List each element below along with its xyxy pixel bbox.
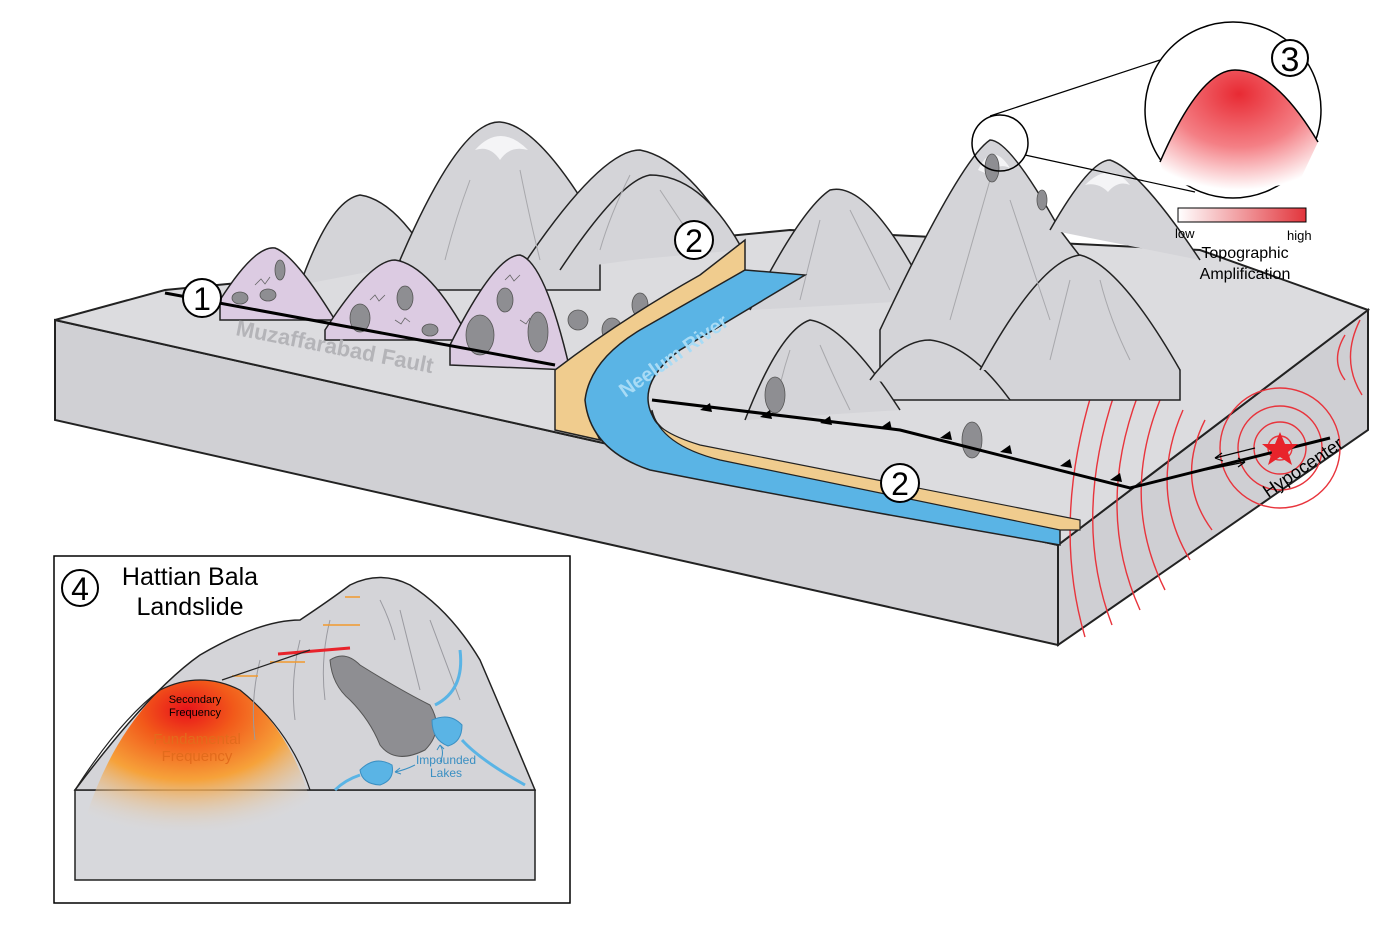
secondary-frequency-1: Secondary: [169, 694, 222, 706]
callout-2-upper-text: 2: [685, 223, 703, 259]
callout-1-text: 1: [193, 281, 211, 317]
callout-1: 1: [182, 278, 222, 318]
inset-title-2: Landslide: [136, 593, 243, 621]
lake-arrows: [394, 744, 445, 775]
mountain-texture: [444, 169, 1131, 411]
secondary-frequency-2: Frequency: [169, 707, 221, 719]
callout-2-lower-text: 2: [891, 466, 909, 502]
impounded-lakes: [359, 716, 463, 786]
ground-motion-arrows: [221, 596, 360, 681]
callout-3-text: 3: [1281, 41, 1300, 79]
impounded-lakes-1: Impounded: [416, 753, 476, 767]
legend-low: low: [1175, 226, 1195, 241]
inset-streams: [333, 649, 526, 792]
legend-title-1: Topographic: [1201, 245, 1288, 262]
hypocenter-star: [1262, 432, 1298, 465]
amplification-colorbar: [1177, 207, 1307, 223]
inset-title-1: Hattian Bala: [122, 563, 258, 591]
fault-trace: [164, 291, 1331, 490]
legend-title-2: Amplification: [1200, 266, 1291, 283]
hattian-bala-inset: 4 Hattian Bala Landslide Secondary Frequ…: [53, 555, 571, 904]
slip-arrows: [1204, 447, 1256, 471]
river-bank-lower: [651, 409, 1081, 531]
impounded-lakes-2: Lakes: [430, 766, 462, 780]
seismic-waves: [1069, 319, 1363, 638]
amplification-inset: 3 low high Topographic Amplification: [971, 21, 1322, 283]
neelum-river: [584, 269, 1061, 546]
callout-2-lower: 2: [880, 463, 920, 503]
callout-3: 3: [1271, 39, 1309, 79]
fundamental-frequency-2: Frequency: [162, 748, 233, 765]
callout-4-text: 4: [71, 571, 89, 607]
landslide-debris: [329, 655, 437, 757]
fundamental-frequency-1: Fundamental: [153, 731, 241, 748]
callout-2-upper: 2: [674, 220, 714, 260]
amplified-peak: [1160, 70, 1318, 190]
callout-4: 4: [61, 569, 99, 607]
legend-high: high: [1287, 228, 1312, 243]
